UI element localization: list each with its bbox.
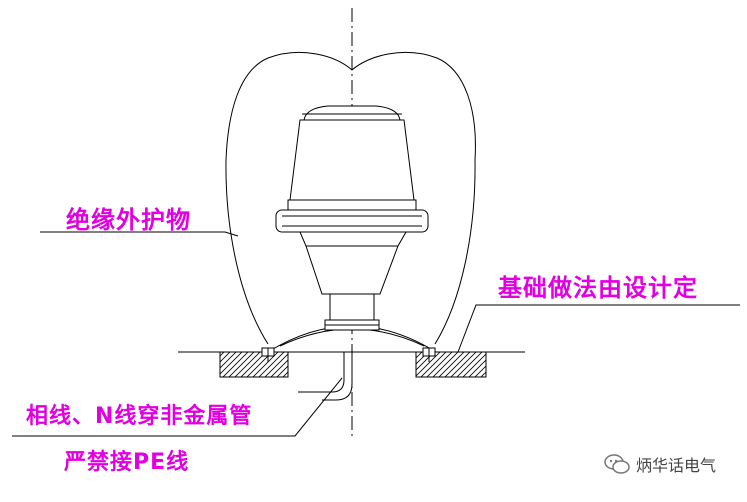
fixture-flange: [275, 209, 429, 233]
pe-forbidden-label: 严禁接PE线: [64, 450, 190, 475]
fixture-funnel: [299, 231, 407, 295]
insulation-enclosure-outline: [225, 51, 476, 345]
fixture-neck: [329, 293, 375, 321]
watermark-text: 炳华话电气: [636, 456, 717, 475]
lamp-cap: [303, 105, 401, 121]
foundation-block-left: [219, 351, 289, 378]
foundation-block-right: [415, 351, 487, 378]
non-metallic-conduit: [298, 352, 345, 393]
insulation-label: 绝缘外护物: [66, 206, 191, 234]
watermark: 炳华话电气: [604, 452, 716, 476]
leader-line-insulation: [40, 231, 239, 237]
phase-wire-label: 相线、N线穿非金属管: [26, 404, 253, 429]
foundation-label: 基础做法由设计定: [498, 274, 698, 302]
lamp-head: [289, 119, 415, 201]
leader-line-foundation: [457, 304, 740, 353]
wechat-icon: [604, 454, 630, 474]
leader-line-conduit: [12, 377, 343, 437]
